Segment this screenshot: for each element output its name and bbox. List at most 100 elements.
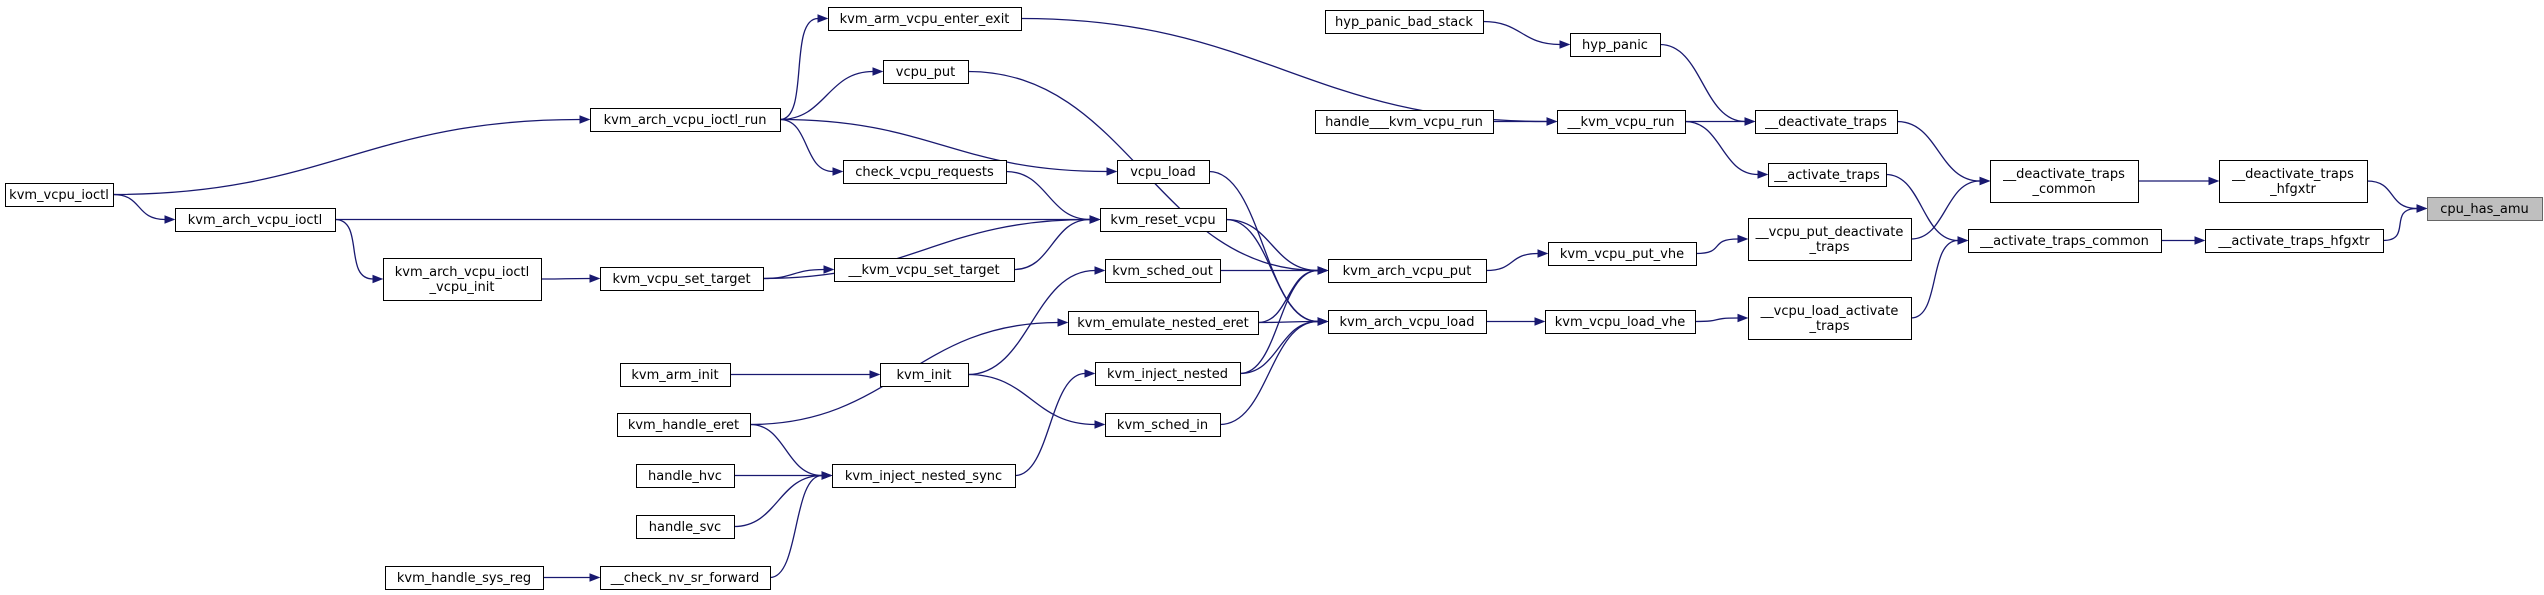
node-cpu-has-amu[interactable]: cpu_has_amu	[2427, 197, 2543, 221]
node-box	[2427, 197, 2543, 221]
edge-kvm-arch-vcpu-ioctl-run-to-kvm-arm-vcpu-enter-exit	[779, 17, 819, 121]
node-hyp-panic-bad-stack[interactable]: hyp_panic_bad_stack	[1325, 10, 1484, 34]
edge-kvm-vcpu-set-target-inner-to-kvm-reset-vcpu	[1013, 218, 1091, 271]
node-label: kvm_arch_vcpu_ioctl_run	[604, 113, 767, 128]
edge-activate-traps-to-activate-traps-common	[1885, 173, 1959, 242]
node-kvm-vcpu-load-vhe[interactable]: kvm_vcpu_load_vhe	[1545, 310, 1696, 334]
node-kvm-sched-out[interactable]: kvm_sched_out	[1105, 259, 1221, 283]
node-label: kvm_emulate_nested_eret	[1077, 316, 1248, 331]
node-hyp-panic[interactable]: hyp_panic	[1570, 33, 1661, 57]
node-label: __vcpu_put_deactivate	[1755, 225, 1904, 240]
node-kvm-vcpu-set-target[interactable]: kvm_vcpu_set_target	[600, 267, 764, 291]
node-box	[1755, 110, 1898, 134]
node-label: kvm_arch_vcpu_ioctl	[188, 213, 323, 228]
node-kvm-vcpu-ioctl[interactable]: kvm_vcpu_ioctl	[5, 183, 114, 207]
node-vcpu-load-activate-traps[interactable]: __vcpu_load_activate_traps	[1748, 297, 1912, 340]
arrowhead-icon	[1546, 117, 1558, 126]
node-kvm-emulate-nested-eret[interactable]: kvm_emulate_nested_eret	[1068, 311, 1259, 335]
node-vcpu-put-deactivate-traps[interactable]: __vcpu_put_deactivate_traps	[1748, 218, 1912, 261]
node-activate-traps-common[interactable]: __activate_traps_common	[1968, 229, 2162, 253]
arrowhead-icon	[1757, 170, 1769, 179]
node-label: check_vcpu_requests	[855, 165, 994, 180]
node-kvm-arch-vcpu-ioctl[interactable]: kvm_arch_vcpu_ioctl	[175, 208, 336, 232]
edge-kvm-reset-vcpu-to-kvm-arch-vcpu-put	[1225, 218, 1319, 272]
node-activate-traps-hfgxtr[interactable]: __activate_traps_hfgxtr	[2205, 229, 2384, 253]
node-kvm-arch-vcpu-ioctl-run[interactable]: kvm_arch_vcpu_ioctl_run	[590, 108, 781, 132]
node-kvm-arch-vcpu-load[interactable]: kvm_arch_vcpu_load	[1328, 310, 1487, 334]
node-box	[1990, 160, 2139, 203]
node-box	[600, 267, 764, 291]
arrowhead-icon	[1089, 215, 1101, 224]
node-kvm-handle-eret[interactable]: kvm_handle_eret	[617, 413, 751, 437]
node-kvm-handle-sys-reg[interactable]: kvm_handle_sys_reg	[385, 566, 544, 590]
node-deactivate-traps-common[interactable]: __deactivate_traps_common	[1990, 160, 2139, 203]
node-box	[620, 363, 731, 387]
node-handle-hvc[interactable]: handle_hvc	[636, 464, 735, 488]
node-box	[636, 515, 735, 539]
node-label: kvm_inject_nested	[1107, 367, 1228, 382]
node-handle-svc[interactable]: handle_svc	[636, 515, 735, 539]
node-kvm-arm-init[interactable]: kvm_arm_init	[620, 363, 731, 387]
node-deactivate-traps[interactable]: __deactivate_traps	[1755, 110, 1898, 134]
node-box	[1117, 160, 1210, 184]
node-vcpu-put[interactable]: vcpu_put	[883, 60, 969, 84]
node-kvm-inject-nested[interactable]: kvm_inject_nested	[1095, 362, 1241, 386]
arrowhead-icon	[872, 67, 884, 76]
node-box	[1545, 310, 1696, 334]
arrowhead-icon	[1094, 266, 1106, 275]
node-deactivate-traps-hfgxtr[interactable]: __deactivate_traps_hfgxtr	[2219, 160, 2368, 203]
node-label: kvm_arch_vcpu_load	[1340, 315, 1475, 330]
node-kvm-arch-vcpu-ioctl-vcpu-init[interactable]: kvm_arch_vcpu_ioctl_vcpu_init	[383, 258, 542, 301]
node-kvm-vcpu-put-vhe[interactable]: kvm_vcpu_put_vhe	[1548, 242, 1697, 266]
node-kvm-vcpu-set-target-inner[interactable]: __kvm_vcpu_set_target	[834, 258, 1015, 282]
node-check-vcpu-requests[interactable]: check_vcpu_requests	[843, 160, 1007, 184]
arrowhead-icon	[869, 370, 881, 379]
node-vcpu-load[interactable]: vcpu_load	[1117, 160, 1210, 184]
node-kvm-arm-vcpu-enter-exit[interactable]: kvm_arm_vcpu_enter_exit	[828, 7, 1022, 31]
node-box	[1315, 110, 1494, 134]
node-handle-kvm-vcpu-run[interactable]: handle___kvm_vcpu_run	[1315, 110, 1494, 134]
edge-kvm-emulate-nested-eret-to-kvm-arch-vcpu-put	[1257, 269, 1319, 324]
node-label: _vcpu_init	[429, 280, 495, 295]
node-label: handle_hvc	[648, 469, 722, 484]
node-label: vcpu_load	[1130, 165, 1196, 180]
arrowhead-icon	[2208, 176, 2220, 186]
edge-kvm-arch-vcpu-ioctl-vcpu-init-to-kvm-vcpu-set-target	[540, 277, 591, 280]
node-label: kvm_reset_vcpu	[1110, 213, 1215, 228]
node-label: kvm_inject_nested_sync	[845, 469, 1002, 484]
edge-kvm-inject-nested-sync-to-kvm-inject-nested	[1014, 372, 1086, 477]
edge-kvm-vcpu-ioctl-to-kvm-arch-vcpu-ioctl	[112, 193, 166, 221]
node-label: __check_nv_sr_forward	[610, 571, 759, 586]
node-box	[1748, 218, 1912, 261]
node-box	[1570, 33, 1661, 57]
node-kvm-inject-nested-sync[interactable]: kvm_inject_nested_sync	[832, 464, 1016, 488]
node-box	[383, 258, 542, 301]
edge-layer	[112, 14, 2428, 582]
node-check-nv-sr-forward[interactable]: __check_nv_sr_forward	[600, 566, 771, 590]
edge-kvm-arch-vcpu-put-to-kvm-vcpu-put-vhe	[1485, 252, 1539, 272]
edge-kvm-init-to-kvm-sched-out	[967, 269, 1096, 376]
edge-kvm-emulate-nested-eret-to-kvm-arch-vcpu-load	[1257, 320, 1319, 324]
edge-hyp-panic-bad-stack-to-hyp-panic	[1482, 20, 1561, 46]
node-kvm-reset-vcpu[interactable]: kvm_reset_vcpu	[1100, 208, 1227, 232]
node-label: kvm_vcpu_ioctl	[9, 188, 109, 203]
node-label: kvm_arm_init	[631, 368, 718, 383]
node-kvm-sched-in[interactable]: kvm_sched_in	[1105, 413, 1221, 437]
node-kvm-init[interactable]: kvm_init	[880, 363, 969, 387]
edge-kvm-arch-vcpu-ioctl-run-to-vcpu-put	[779, 70, 874, 121]
node-kvm-vcpu-run-inner[interactable]: __kvm_vcpu_run	[1557, 110, 1686, 134]
node-activate-traps[interactable]: __activate_traps	[1768, 163, 1887, 187]
arrowhead-icon	[1094, 420, 1106, 429]
node-box	[1557, 110, 1686, 134]
node-box	[1325, 10, 1484, 34]
node-label: kvm_arm_vcpu_enter_exit	[840, 12, 1010, 27]
node-label: _traps	[1809, 319, 1850, 334]
node-box	[1328, 310, 1487, 334]
node-box	[600, 566, 771, 590]
node-box	[1768, 163, 1887, 187]
node-label: __activate_traps	[1773, 168, 1880, 183]
edge-vcpu-load-activate-traps-to-activate-traps-common	[1910, 239, 1959, 319]
node-label: __activate_traps_hfgxtr	[2217, 234, 2370, 249]
arrowhead-icon	[1737, 313, 1749, 323]
node-kvm-arch-vcpu-put[interactable]: kvm_arch_vcpu_put	[1328, 259, 1487, 283]
